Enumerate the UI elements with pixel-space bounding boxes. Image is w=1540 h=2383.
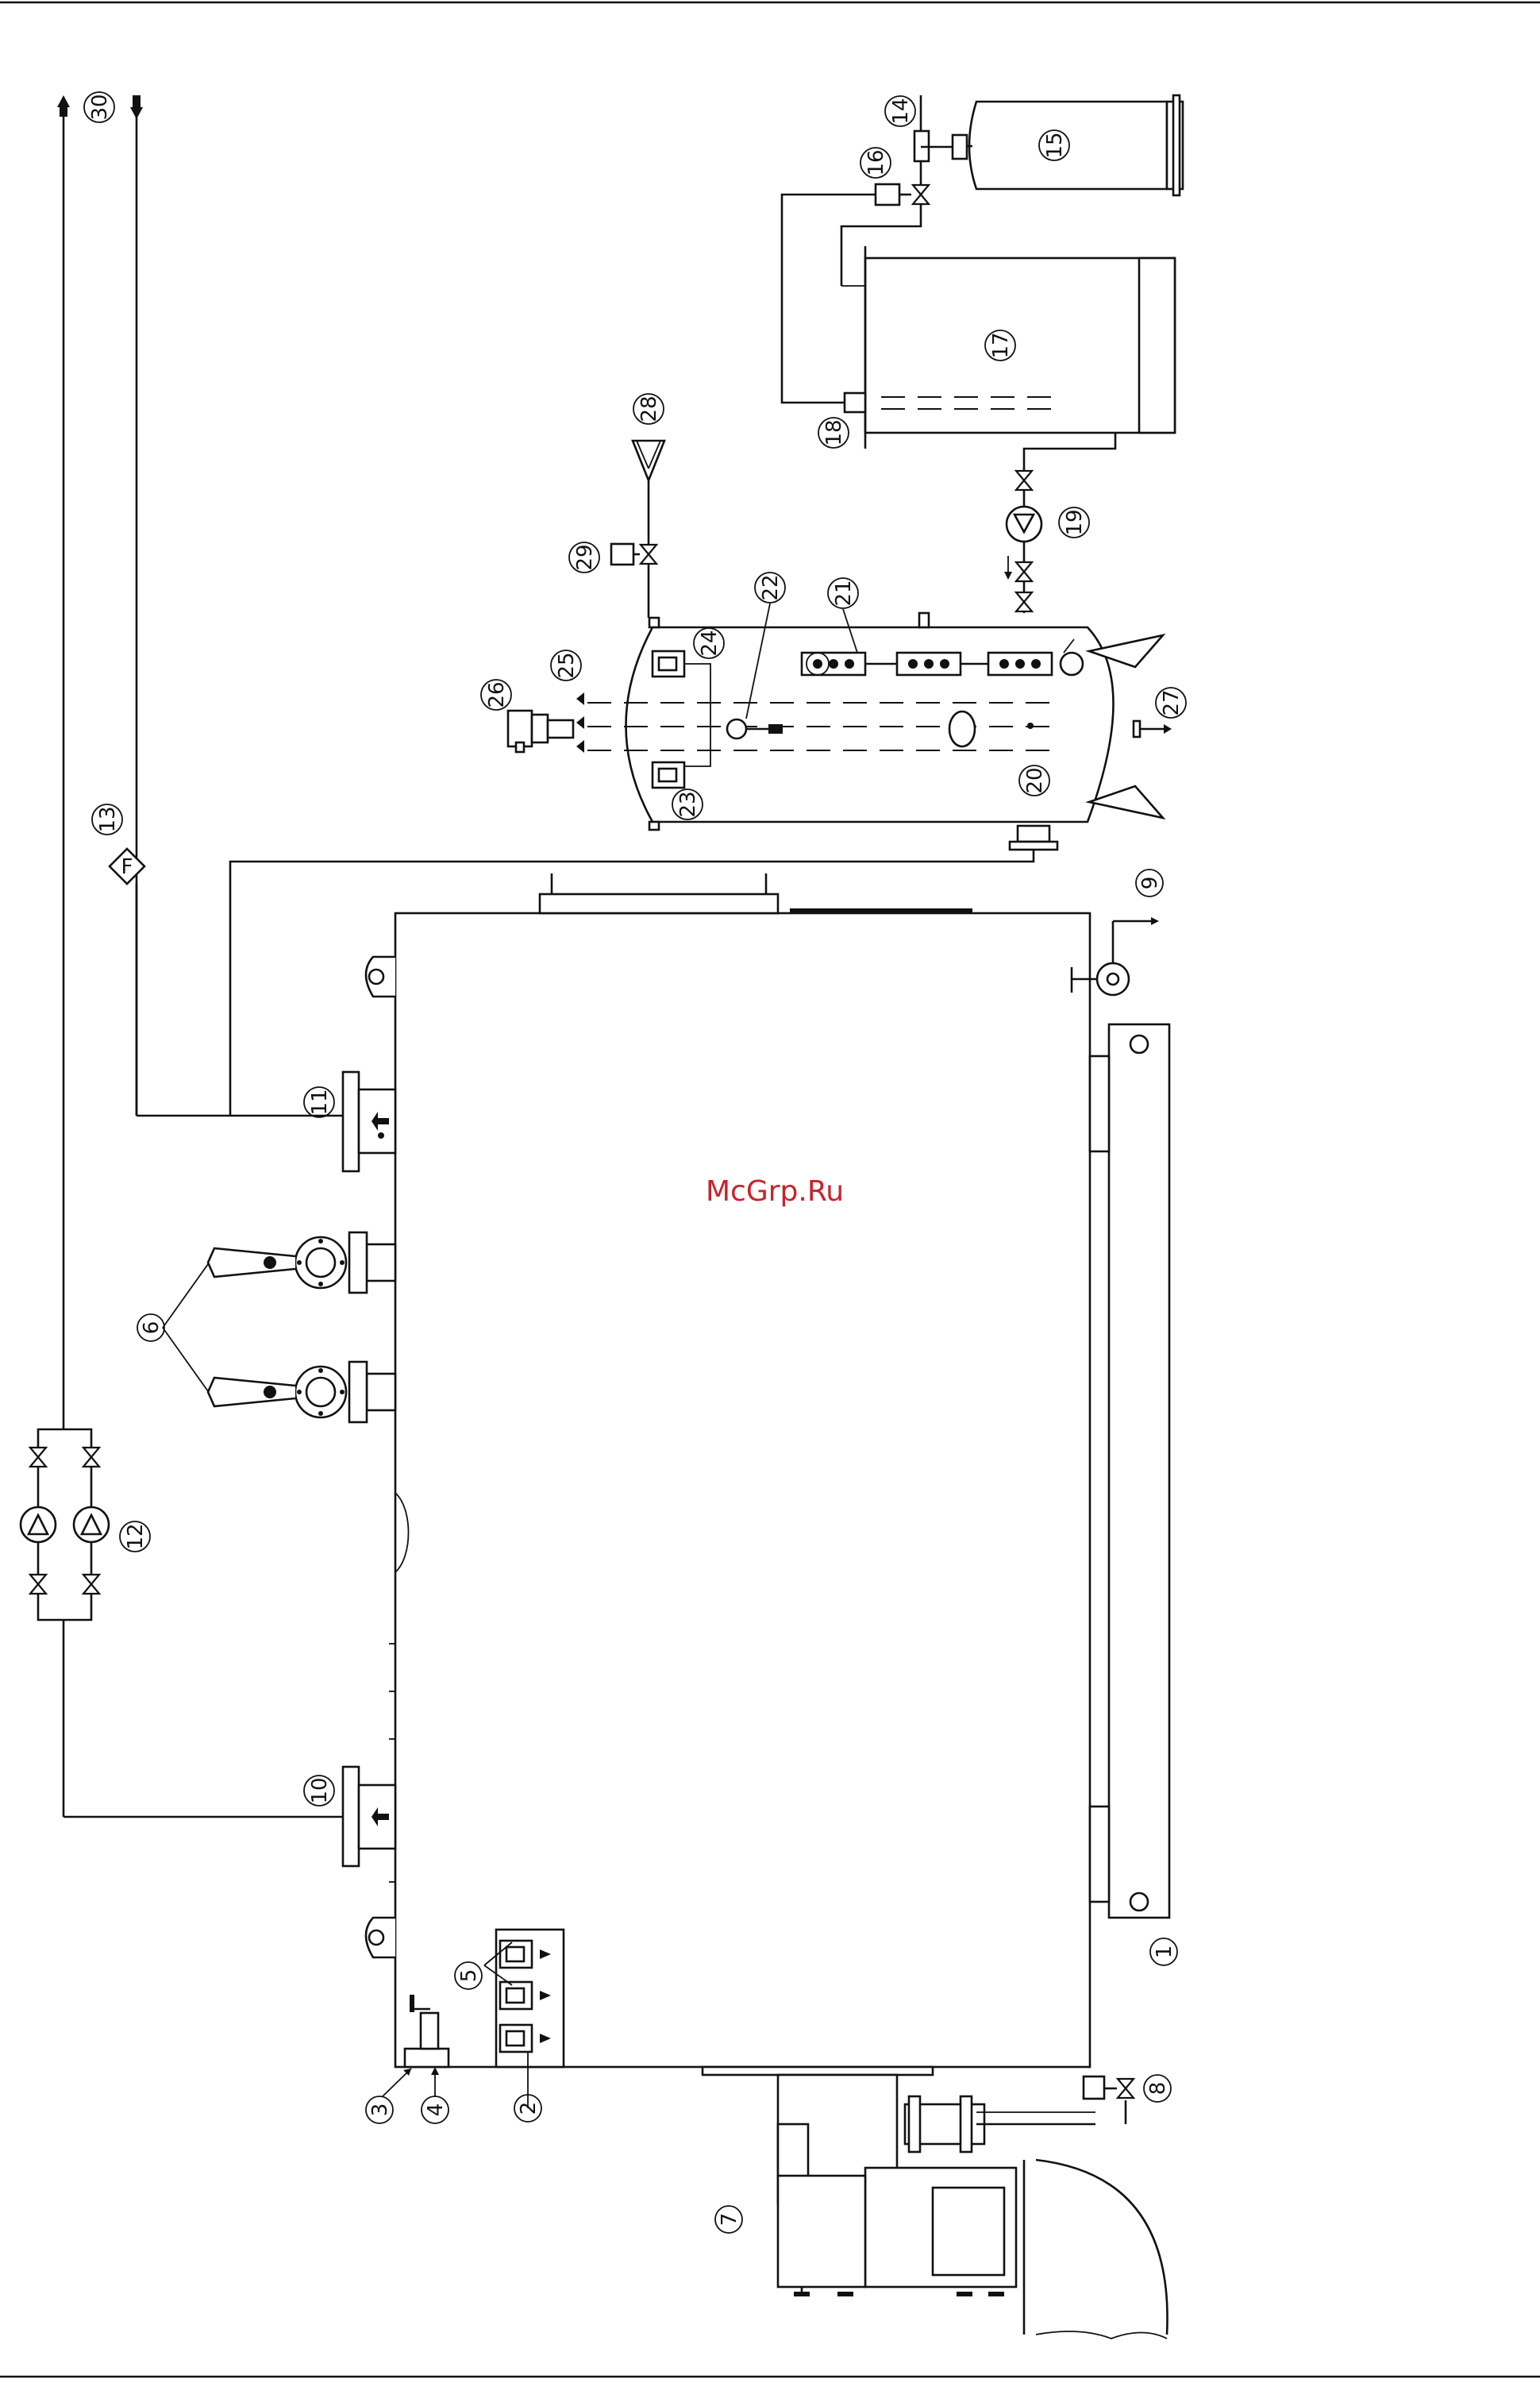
gas-valve-8: [1084, 2076, 1134, 2124]
label-14: 14: [885, 96, 915, 126]
svg-text:11: 11: [308, 1089, 332, 1115]
label-1: 1: [1150, 1938, 1177, 1965]
label-10: 10: [304, 1776, 334, 1806]
svg-text:20: 20: [1023, 767, 1047, 793]
label-27: 27: [1156, 688, 1186, 718]
svg-text:25: 25: [555, 652, 579, 678]
label-3: 3: [366, 2096, 393, 2123]
label-4: 4: [422, 2096, 449, 2123]
level-switch-26: [508, 711, 573, 752]
svg-text:16: 16: [864, 149, 888, 175]
label-15: 15: [1039, 130, 1069, 160]
label-20: 20: [1019, 765, 1049, 796]
valve-29: [641, 545, 656, 564]
svg-text:23: 23: [676, 791, 700, 817]
svg-text:24: 24: [698, 630, 722, 656]
watermark: McGrp.Ru: [706, 1175, 844, 1208]
gas-cylinder-15: [953, 95, 1183, 195]
label-23: 23: [672, 789, 703, 819]
label-8: 8: [1144, 2075, 1171, 2102]
label-19: 19: [1059, 507, 1089, 538]
safety-valve-lower: [208, 1362, 395, 1422]
label-25: 25: [551, 650, 581, 681]
svg-text:28: 28: [637, 395, 661, 422]
svg-text:27: 27: [1160, 689, 1184, 715]
svg-text:14: 14: [889, 98, 913, 124]
svg-text:21: 21: [832, 580, 856, 606]
label-7: 7: [715, 2206, 742, 2233]
boiler-top-flange: [540, 894, 778, 913]
safety-valve-upper: [208, 1232, 395, 1293]
pressure-reducer-28: [633, 441, 664, 544]
svg-text:9: 9: [1138, 877, 1162, 890]
svg-text:18: 18: [822, 419, 846, 445]
label-17: 17: [985, 330, 1015, 361]
label-6: 6: [137, 1314, 164, 1341]
label-12: 12: [120, 1521, 150, 1552]
label-30: 30: [84, 92, 114, 122]
return-inlet-nozzle: [343, 1767, 395, 1866]
svg-text:5: 5: [457, 1969, 481, 1983]
label-11: 11: [304, 1087, 334, 1117]
svg-text:17: 17: [989, 332, 1013, 358]
svg-text:22: 22: [759, 574, 783, 600]
svg-text:1: 1: [1153, 1945, 1176, 1959]
svg-text:29: 29: [573, 544, 597, 570]
boiler-body: [395, 913, 1090, 2067]
burner-assembly: [703, 2067, 1168, 2339]
label-24: 24: [694, 628, 724, 658]
fitting-18: [845, 393, 865, 412]
label-16: 16: [860, 148, 891, 178]
regulator-16: [876, 184, 899, 205]
label-18: 18: [818, 418, 849, 448]
svg-text:10: 10: [308, 1777, 332, 1803]
lifting-lug-bottom: [366, 1918, 395, 1957]
svg-text:8: 8: [1146, 2082, 1170, 2096]
label-26: 26: [481, 680, 511, 710]
label-28: 28: [633, 394, 664, 424]
label-13: 13: [92, 804, 122, 835]
svg-text:26: 26: [485, 681, 509, 708]
solenoid-29: [611, 544, 633, 565]
label-22: 22: [755, 573, 785, 603]
label-21: 21: [828, 578, 858, 608]
svg-text:30: 30: [88, 94, 112, 120]
flow-meter-symbol: F: [121, 855, 133, 879]
svg-text:3: 3: [368, 2103, 392, 2117]
flow-outlet-nozzle: [343, 1072, 395, 1171]
svg-text:12: 12: [124, 1523, 148, 1549]
svg-text:7: 7: [718, 2213, 741, 2227]
svg-text:13: 13: [96, 806, 120, 832]
label-29: 29: [569, 542, 599, 573]
lifting-lug-top: [366, 957, 395, 997]
storage-tank-17: [865, 258, 1175, 433]
thermostat-switches: [500, 1941, 551, 2052]
svg-text:2: 2: [517, 2102, 541, 2115]
svg-text:4: 4: [424, 2103, 448, 2117]
svg-text:6: 6: [140, 1321, 164, 1335]
label-9: 9: [1136, 870, 1163, 897]
svg-text:19: 19: [1063, 509, 1087, 535]
svg-text:15: 15: [1043, 132, 1067, 158]
expansion-vessel: [576, 613, 1163, 850]
boiler-base-frame: [1109, 1024, 1169, 1918]
